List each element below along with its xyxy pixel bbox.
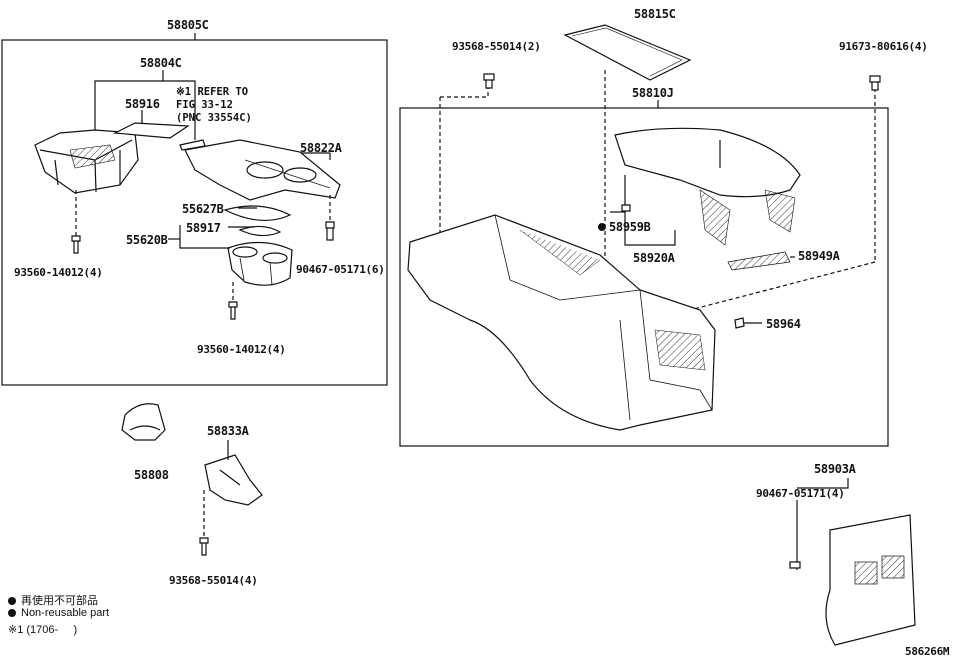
label-58920a: 58920A	[633, 251, 675, 265]
label-58804c: 58804C	[140, 56, 182, 70]
label-58808: 58808	[134, 468, 169, 482]
pad-58815c	[563, 24, 692, 81]
label-58815c: 58815C	[634, 7, 676, 21]
legend-line-en: Non-reusable part	[8, 607, 109, 619]
cover-58822a	[184, 139, 341, 201]
hinge-58949a	[727, 251, 791, 271]
label-58964: 58964	[766, 317, 801, 331]
label-90467-right: 90467-05171(4)	[756, 487, 845, 500]
label-58916: 58916	[125, 97, 160, 111]
label-93568-bottom: 93568-55014(4)	[169, 574, 258, 587]
mat-58916	[112, 122, 190, 139]
label-90467-mid: 90467-05171(6)	[296, 263, 385, 276]
label-58833a: 58833A	[207, 424, 249, 438]
tray-58804c	[34, 129, 139, 194]
armrest-lid-58920a	[614, 127, 801, 246]
label-58810j: 58810J	[632, 86, 674, 100]
label-58805c: 58805C	[167, 18, 209, 32]
label-55627b: 55627B	[182, 202, 224, 216]
label-55620b: 55620B	[126, 233, 168, 247]
label-58917: 58917	[186, 221, 221, 235]
label-93568-top: 93568-55014(2)	[452, 40, 541, 53]
label-58903a: 58903A	[814, 462, 856, 476]
legend-line-note: ※1 (1706- )	[8, 624, 78, 636]
knob-58808	[121, 403, 166, 441]
drawing-id: 586266M	[905, 645, 950, 658]
label-93560-bottom: 93560-14012(4)	[197, 343, 286, 356]
console-body-58810j	[407, 214, 716, 431]
bullet-icon	[8, 597, 16, 605]
label-91673: 91673-80616(4)	[839, 40, 928, 53]
label-58822a: 58822A	[300, 141, 342, 155]
assembly-box-58810j	[399, 107, 889, 447]
bullet-icon	[8, 609, 16, 617]
cup-holder-55620b	[227, 241, 293, 286]
label-58959b: 58959B	[609, 220, 651, 234]
label-93560-left: 93560-14012(4)	[14, 266, 103, 279]
label-58949a: 58949A	[798, 249, 840, 263]
legend-line-jp: 再使用不可部品	[8, 592, 98, 608]
rear-panel-58903a	[825, 514, 916, 646]
